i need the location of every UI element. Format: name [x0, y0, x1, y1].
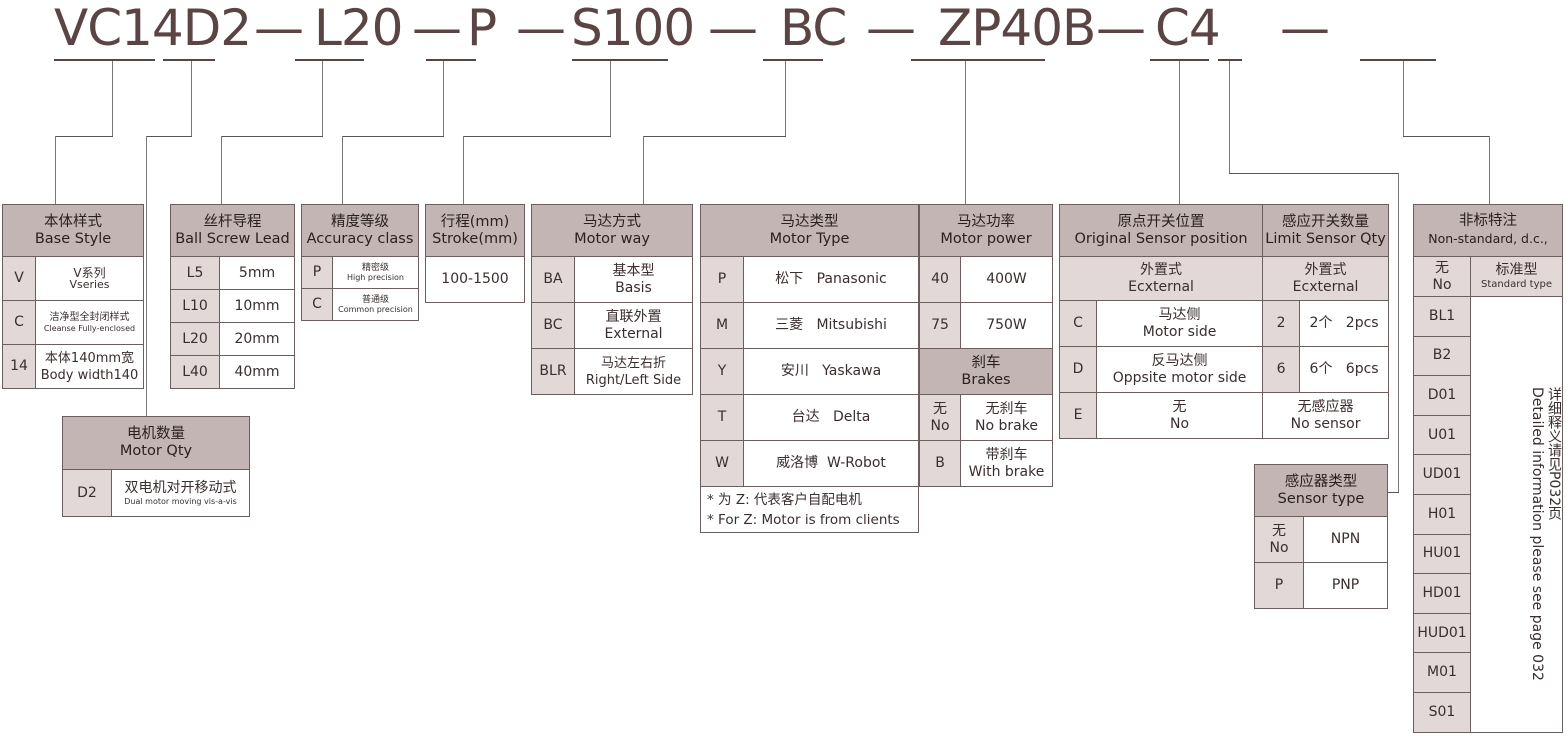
table-header: 行程(mm)Stroke(mm) [425, 204, 525, 257]
underline [763, 59, 823, 61]
table-row: 100-1500 [425, 256, 525, 303]
code-segment-sensor: C4 [1155, 0, 1221, 57]
table-row: S01 [1413, 691, 1563, 733]
code-separator: — [866, 0, 916, 57]
underline [572, 59, 668, 61]
underline [426, 59, 476, 61]
code-separator: — [1280, 0, 1330, 57]
code-segment-stroke: S100 [571, 0, 695, 57]
code-segment-accuracy: P [467, 0, 497, 57]
table-row: HD01 [1413, 573, 1563, 614]
table-row: M01 [1413, 652, 1563, 693]
code-separator: — [516, 0, 566, 57]
underline [54, 59, 155, 61]
underline [163, 59, 215, 61]
code-segment-lead: L20 [314, 0, 403, 57]
table-row: U01 [1413, 414, 1563, 456]
motor-type-note: * 为 Z: 代表客户自配电机* For Z: Motor is from cl… [700, 486, 919, 533]
stroke-table: 行程(mm)Stroke(mm) 100-1500 [425, 204, 525, 303]
code-separator: — [412, 0, 462, 57]
table-row: HU01 [1413, 533, 1563, 575]
underline [1150, 59, 1209, 61]
code-segment-motor: ZP40B [938, 0, 1096, 57]
underline [1218, 59, 1242, 61]
code-separator: — [1096, 0, 1146, 57]
code-separator: — [254, 0, 304, 57]
underline [295, 59, 364, 61]
table-row: H01 [1413, 493, 1563, 535]
underline [1360, 59, 1436, 61]
code-separator: — [708, 0, 758, 57]
underline [911, 59, 1045, 61]
code-segment-motor-way: BC [780, 0, 847, 57]
code-segment-base: VC14D2 [54, 0, 252, 57]
